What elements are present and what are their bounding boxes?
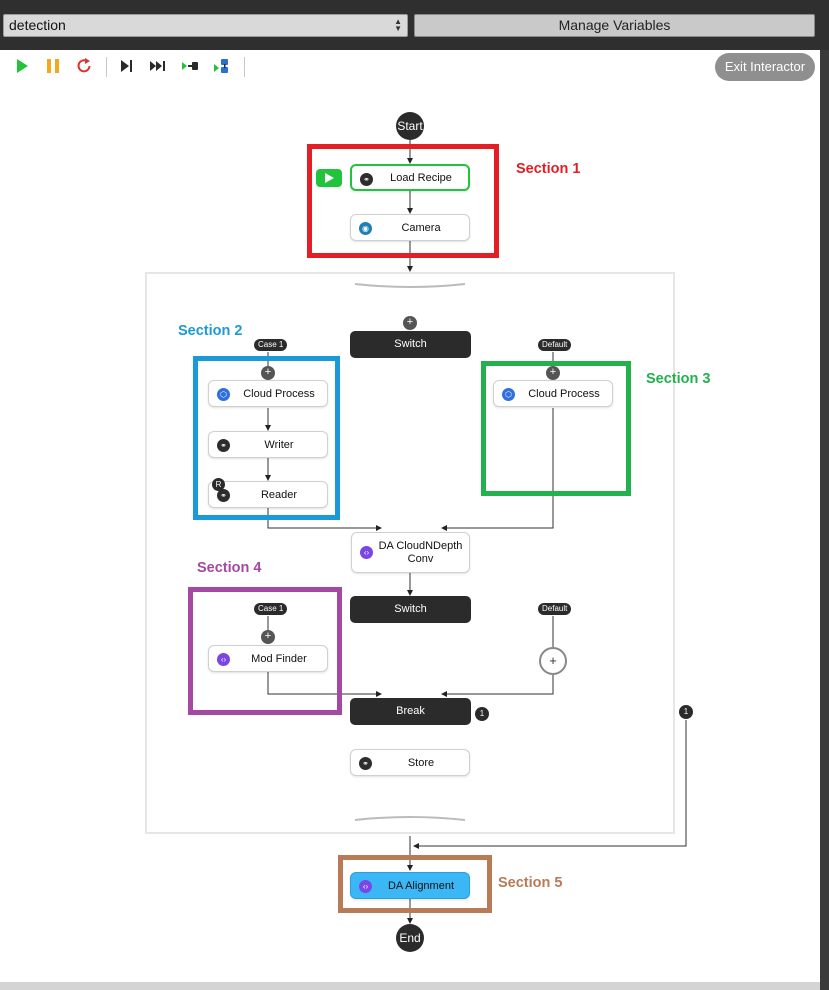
recipe-select[interactable]: detection ▲▼ — [3, 14, 408, 37]
link-icon: ⚭ — [217, 439, 230, 452]
add-step-button[interactable]: + — [546, 366, 560, 380]
section-2-label: Section 2 — [178, 323, 243, 339]
link-icon: ⚭ — [359, 757, 372, 770]
default-tag: Default — [538, 339, 572, 351]
link-icon: ⚭ — [217, 489, 230, 502]
camera-icon: ◉ — [359, 222, 372, 235]
step-all-icon[interactable] — [149, 57, 167, 75]
code-icon: ‹› — [359, 880, 372, 893]
add-step-button[interactable]: + — [261, 630, 275, 644]
case-1-tag: Case 1 — [254, 603, 288, 615]
horizontal-scrollbar[interactable] — [0, 982, 820, 990]
cube-icon: ⬡ — [502, 388, 515, 401]
section-5-box — [338, 855, 492, 913]
reader-badge: R — [212, 478, 225, 491]
da-cloud-depth-conv-node[interactable]: ‹› DA CloudNDepth Conv — [351, 532, 470, 573]
section-4-label: Section 4 — [197, 560, 262, 576]
pause-icon[interactable] — [44, 57, 62, 75]
camera-node[interactable]: ◉ Camera — [350, 214, 470, 241]
restart-icon[interactable] — [75, 57, 93, 75]
right-panel-edge — [820, 50, 829, 990]
writer-node[interactable]: ⚭ Writer — [208, 431, 328, 458]
start-node[interactable]: Start — [396, 112, 424, 140]
step-icon[interactable] — [117, 57, 135, 75]
switch-node[interactable]: Switch — [350, 331, 471, 358]
switch-node[interactable]: Switch — [350, 596, 471, 623]
step-over-icon[interactable] — [213, 57, 231, 75]
break-node[interactable]: Break — [350, 698, 471, 725]
reader-node[interactable]: ⚭ Reader — [208, 481, 328, 508]
da-alignment-node[interactable]: ‹› DA Alignment — [350, 872, 470, 899]
link-icon: ⚭ — [360, 173, 373, 186]
manage-variables-button[interactable]: Manage Variables — [414, 14, 815, 37]
section-4-box — [188, 587, 342, 715]
code-icon: ‹› — [217, 653, 230, 666]
select-arrows-icon: ▲▼ — [394, 17, 402, 33]
mod-finder-node[interactable]: ‹› Mod Finder — [208, 645, 328, 672]
section-1-box — [307, 144, 499, 258]
cloud-process-node[interactable]: ⬡ Cloud Process — [493, 380, 613, 407]
cloud-process-node[interactable]: ⬡ Cloud Process — [208, 380, 328, 407]
store-node[interactable]: ⚭ Store — [350, 749, 470, 776]
load-recipe-node[interactable]: ⚭ Load Recipe — [350, 164, 470, 191]
code-icon: ‹› — [360, 546, 373, 559]
current-step-indicator — [316, 169, 342, 187]
section-5-label: Section 5 — [498, 875, 563, 891]
exit-interactor-button[interactable]: Exit Interactor — [715, 53, 815, 81]
case-1-tag: Case 1 — [254, 339, 288, 351]
section-3-box — [481, 361, 631, 496]
add-step-button[interactable]: + — [261, 366, 275, 380]
cube-icon: ⬡ — [217, 388, 230, 401]
toolbar-separator — [244, 57, 245, 77]
play-marker-icon — [325, 173, 334, 183]
break-count-badge: 1 — [475, 707, 489, 721]
add-default-step-button[interactable]: + — [539, 647, 567, 675]
default-tag: Default — [538, 603, 572, 615]
play-icon[interactable] — [13, 57, 31, 75]
end-node[interactable]: End — [396, 924, 424, 952]
section-1-label: Section 1 — [516, 161, 581, 177]
section-2-box — [193, 356, 340, 520]
recipe-select-value: detection — [9, 17, 66, 33]
toolbar-separator — [106, 57, 107, 77]
loop-count-badge: 1 — [679, 705, 693, 719]
add-case-button[interactable]: + — [403, 316, 417, 330]
section-3-label: Section 3 — [646, 371, 711, 387]
step-into-icon[interactable] — [181, 57, 199, 75]
